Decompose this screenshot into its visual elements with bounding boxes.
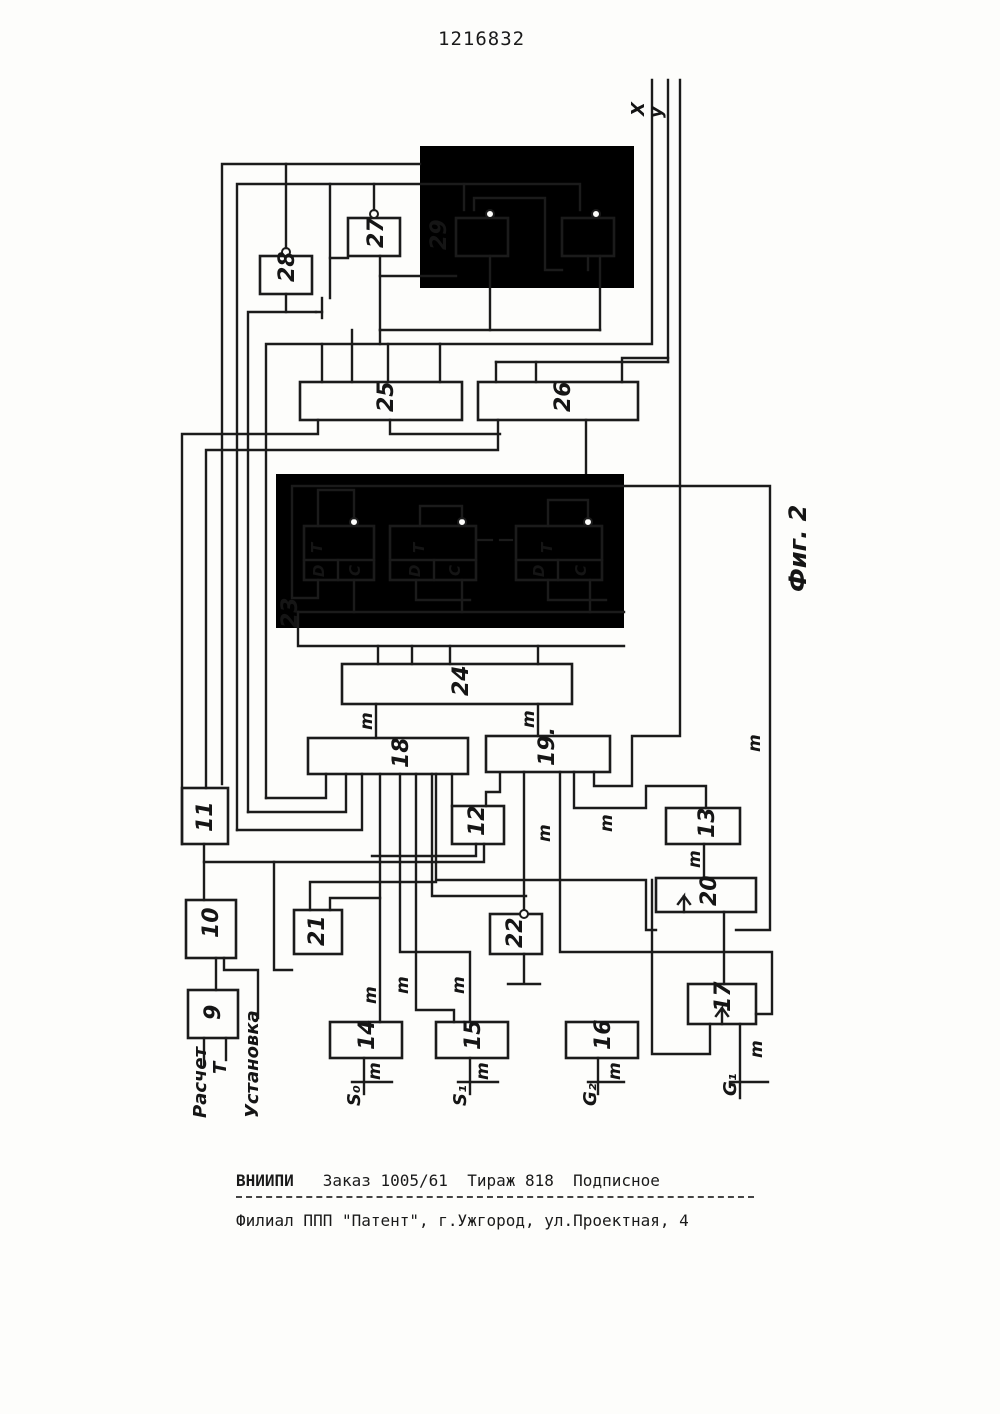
footer-separator bbox=[236, 1196, 754, 1198]
bus-m-g1: m bbox=[747, 1040, 767, 1058]
bus-m-right: m bbox=[745, 734, 765, 752]
raschet-label: Расчет bbox=[190, 1045, 211, 1118]
signal-s0-label: S₀ bbox=[344, 1085, 365, 1106]
signal-g2-label: G₂ bbox=[580, 1083, 601, 1106]
block-16-label: 16 bbox=[591, 1019, 616, 1050]
bus-m-13-20: m bbox=[685, 850, 705, 868]
footer-order: Заказ 1005/61 bbox=[323, 1171, 448, 1190]
block-26-label: 22 bbox=[503, 917, 528, 948]
signal-s1-label: S₁ bbox=[450, 1085, 471, 1106]
trigger-2-d-pin: D bbox=[406, 565, 424, 577]
bus-m-15: m bbox=[449, 976, 469, 994]
block-11-label: 11 bbox=[193, 801, 218, 832]
footer-circulation: Тираж 818 bbox=[467, 1171, 554, 1190]
block-20-label: 20 bbox=[697, 875, 722, 906]
trigger-2-t-pin: T bbox=[410, 541, 428, 553]
trigger-n-t-pin: T bbox=[538, 541, 556, 553]
trigger-1-d-pin: D bbox=[310, 565, 328, 577]
footer-org: ВНИИПИ bbox=[236, 1171, 294, 1190]
block-28-label: 27 bbox=[364, 217, 389, 248]
block-9-label: 9 bbox=[201, 1005, 226, 1020]
bus-m-s0: m bbox=[365, 1062, 385, 1080]
bus-m-22-19: m bbox=[519, 710, 539, 728]
bus-m-14: m bbox=[361, 986, 381, 1004]
block-19-label: 19. bbox=[535, 727, 560, 766]
bus-m-22-18: m bbox=[357, 712, 377, 730]
t-input-label: T bbox=[210, 1060, 231, 1074]
signal-g1-label: G₁ bbox=[720, 1073, 741, 1096]
group-23-outline bbox=[276, 474, 624, 628]
block-14-label: 14 bbox=[355, 1019, 380, 1050]
block-21-label: 21 bbox=[305, 915, 330, 946]
trigger-1-t-pin: T bbox=[308, 541, 326, 553]
footer-subscription: Подписное bbox=[573, 1171, 660, 1190]
inverter-29-a bbox=[486, 210, 494, 218]
bus-m-19-13: m bbox=[597, 814, 617, 832]
block-22-label: 24 bbox=[449, 665, 474, 696]
block-15-label: 15 bbox=[461, 1019, 486, 1050]
trigger-1-c-pin: C bbox=[346, 565, 364, 576]
footer-branch: Филиал ППП "Патент", г.Ужгород, ул.Проек… bbox=[236, 1211, 689, 1230]
inverter-26 bbox=[520, 910, 528, 918]
bus-m-19-down: m bbox=[535, 824, 555, 842]
group-29-label: 29 bbox=[427, 219, 452, 250]
group-23-label: 23 bbox=[278, 597, 303, 628]
bus-m-g2: m bbox=[605, 1062, 625, 1080]
inverter-29-b bbox=[592, 210, 600, 218]
figure-caption: Фиг. 2 bbox=[784, 505, 812, 592]
block-13-label: 13 bbox=[695, 807, 720, 838]
block-27-label: 28 bbox=[275, 251, 300, 282]
block-10-label: 10 bbox=[199, 907, 224, 938]
block-18-label: 18 bbox=[389, 737, 414, 768]
signal-y-label: y bbox=[646, 105, 667, 118]
block-25-label: 26 bbox=[551, 381, 576, 412]
ustanovka-label: Установка bbox=[242, 1010, 263, 1118]
bus-m-s1: m bbox=[473, 1062, 493, 1080]
trigger-n-d-pin: D bbox=[530, 565, 548, 577]
trigger-n-c-pin: C bbox=[572, 565, 590, 576]
block-17-label: 17 bbox=[711, 981, 736, 1012]
block-24-label: 25 bbox=[374, 381, 399, 412]
trigger-2-c-pin: C bbox=[446, 565, 464, 576]
block-18 bbox=[308, 738, 468, 774]
block-12-label: 12 bbox=[465, 805, 490, 836]
footer-line-1: ВНИИПИ Заказ 1005/61 Тираж 818 Подписное bbox=[236, 1171, 660, 1190]
bus-m-18-15: m bbox=[393, 976, 413, 994]
